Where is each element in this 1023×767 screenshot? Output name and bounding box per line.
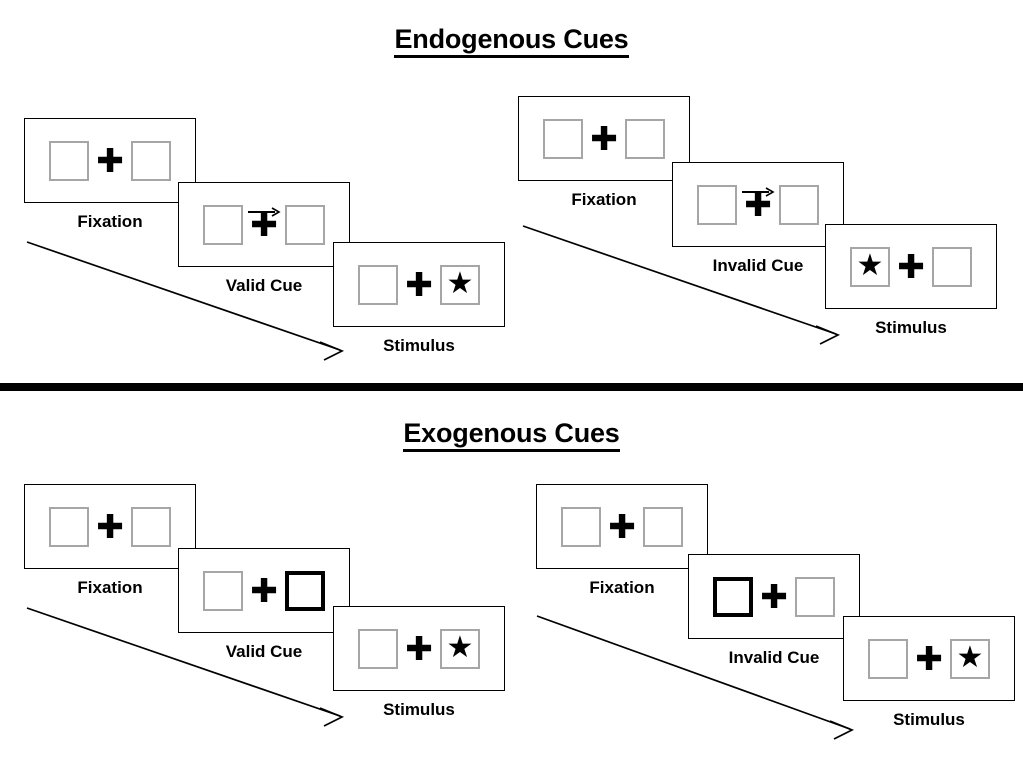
cue-arrow-right-icon [742,187,775,197]
caption-exogenous-valid-fixation: Fixation [77,578,143,597]
frame-endogenous-valid-cue: ✚ [178,182,350,267]
placeholder-left [697,184,737,225]
placeholder-right [625,118,665,159]
frame-exogenous-valid-cue: ✚ [178,548,350,633]
fixation-cross-icon: ✚ [405,629,433,668]
frame-endogenous-invalid-stimulus: ★ ✚ [825,224,997,309]
placeholder-left [868,638,908,679]
fixation-cross-icon: ✚ [915,639,943,678]
target-star-icon: ★ [856,248,884,282]
placeholder-right-target: ★ [440,264,480,305]
fixation-cell: ✚ [243,574,285,607]
placeholder-left [203,204,243,245]
fixation-cross-icon: ✚ [744,185,772,224]
fixation-cross-icon: ✚ [96,507,124,546]
placeholder-left [358,264,398,305]
fixation-cell: ✚ [737,185,779,224]
section-title-endogenous: Endogenous Cues [0,24,1023,58]
fixation-cell: ✚ [890,250,932,283]
placeholder-left-cued [713,576,753,617]
frame-endogenous-valid-fixation: ✚ [24,118,196,203]
fixation-cell: ✚ [89,144,131,177]
placeholder-right [285,204,325,245]
fixation-cross-icon: ✚ [405,265,433,304]
placeholder-right-cued [285,570,325,611]
frame-exogenous-invalid-stimulus: ✚ ★ [843,616,1015,701]
fixation-cell: ✚ [601,510,643,543]
cue-arrow-right-icon [248,207,281,217]
fixation-cross-icon: ✚ [250,571,278,610]
frame-endogenous-invalid-fixation: ✚ [518,96,690,181]
fixation-cell: ✚ [908,642,950,675]
fixation-cell: ✚ [398,632,440,665]
caption-endogenous-valid-fixation: Fixation [77,212,143,231]
placeholder-right [643,506,683,547]
caption-endogenous-valid-cue: Valid Cue [225,276,303,295]
placeholder-right [131,140,171,181]
target-star-icon: ★ [446,266,474,300]
placeholder-left-target: ★ [850,246,890,287]
fixation-cell: ✚ [583,122,625,155]
frame-exogenous-valid-stimulus: ✚ ★ [333,606,505,691]
frame-exogenous-valid-fixation: ✚ [24,484,196,569]
frame-endogenous-invalid-cue: ✚ [672,162,844,247]
placeholder-right [779,184,819,225]
fixation-cross-icon: ✚ [760,577,788,616]
section-title-exogenous: Exogenous Cues [0,418,1023,452]
placeholder-right-target: ★ [950,638,990,679]
placeholder-left [49,506,89,547]
fixation-cross-icon: ✚ [96,141,124,180]
time-flow-arrow-endogenous-invalid [522,225,841,345]
fixation-cell: ✚ [89,510,131,543]
caption-exogenous-invalid-cue: Invalid Cue [728,648,820,667]
section-title-exogenous-text: Exogenous Cues [403,418,620,452]
caption-endogenous-invalid-stimulus: Stimulus [875,318,947,337]
fixation-cross-icon: ✚ [897,247,925,286]
fixation-cross-icon: ✚ [250,205,278,244]
fixation-cell: ✚ [398,268,440,301]
placeholder-right [131,506,171,547]
section-divider [0,383,1023,391]
section-exogenous: Exogenous Cues ✚ Fixation ✚ Valid Cue [0,396,1023,767]
caption-endogenous-invalid-cue: Invalid Cue [712,256,804,275]
section-endogenous: Endogenous Cues ✚ Fixation ✚ [0,24,1023,361]
fixation-cell: ✚ [243,205,285,244]
caption-exogenous-invalid-stimulus: Stimulus [893,710,965,729]
frame-exogenous-invalid-fixation: ✚ [536,484,708,569]
caption-exogenous-invalid-fixation: Fixation [589,578,655,597]
placeholder-left [358,628,398,669]
fixation-cross-icon: ✚ [608,507,636,546]
placeholder-right [932,246,972,287]
placeholder-right [795,576,835,617]
fixation-cell: ✚ [753,580,795,613]
placeholder-left [49,140,89,181]
frame-exogenous-invalid-cue: ✚ [688,554,860,639]
placeholder-left [543,118,583,159]
caption-exogenous-valid-cue: Valid Cue [225,642,303,661]
caption-endogenous-invalid-fixation: Fixation [571,190,637,209]
caption-exogenous-valid-stimulus: Stimulus [383,700,455,719]
placeholder-right-target: ★ [440,628,480,669]
caption-endogenous-valid-stimulus: Stimulus [383,336,455,355]
frame-endogenous-valid-stimulus: ✚ ★ [333,242,505,327]
time-flow-arrow-exogenous-invalid [536,615,855,740]
target-star-icon: ★ [446,630,474,664]
target-star-icon: ★ [956,640,984,674]
placeholder-left [203,570,243,611]
fixation-cross-icon: ✚ [590,119,618,158]
time-flow-arrow-endogenous-valid [26,241,345,361]
section-title-endogenous-text: Endogenous Cues [394,24,629,58]
time-flow-arrow-exogenous-valid [26,607,345,727]
placeholder-left [561,506,601,547]
